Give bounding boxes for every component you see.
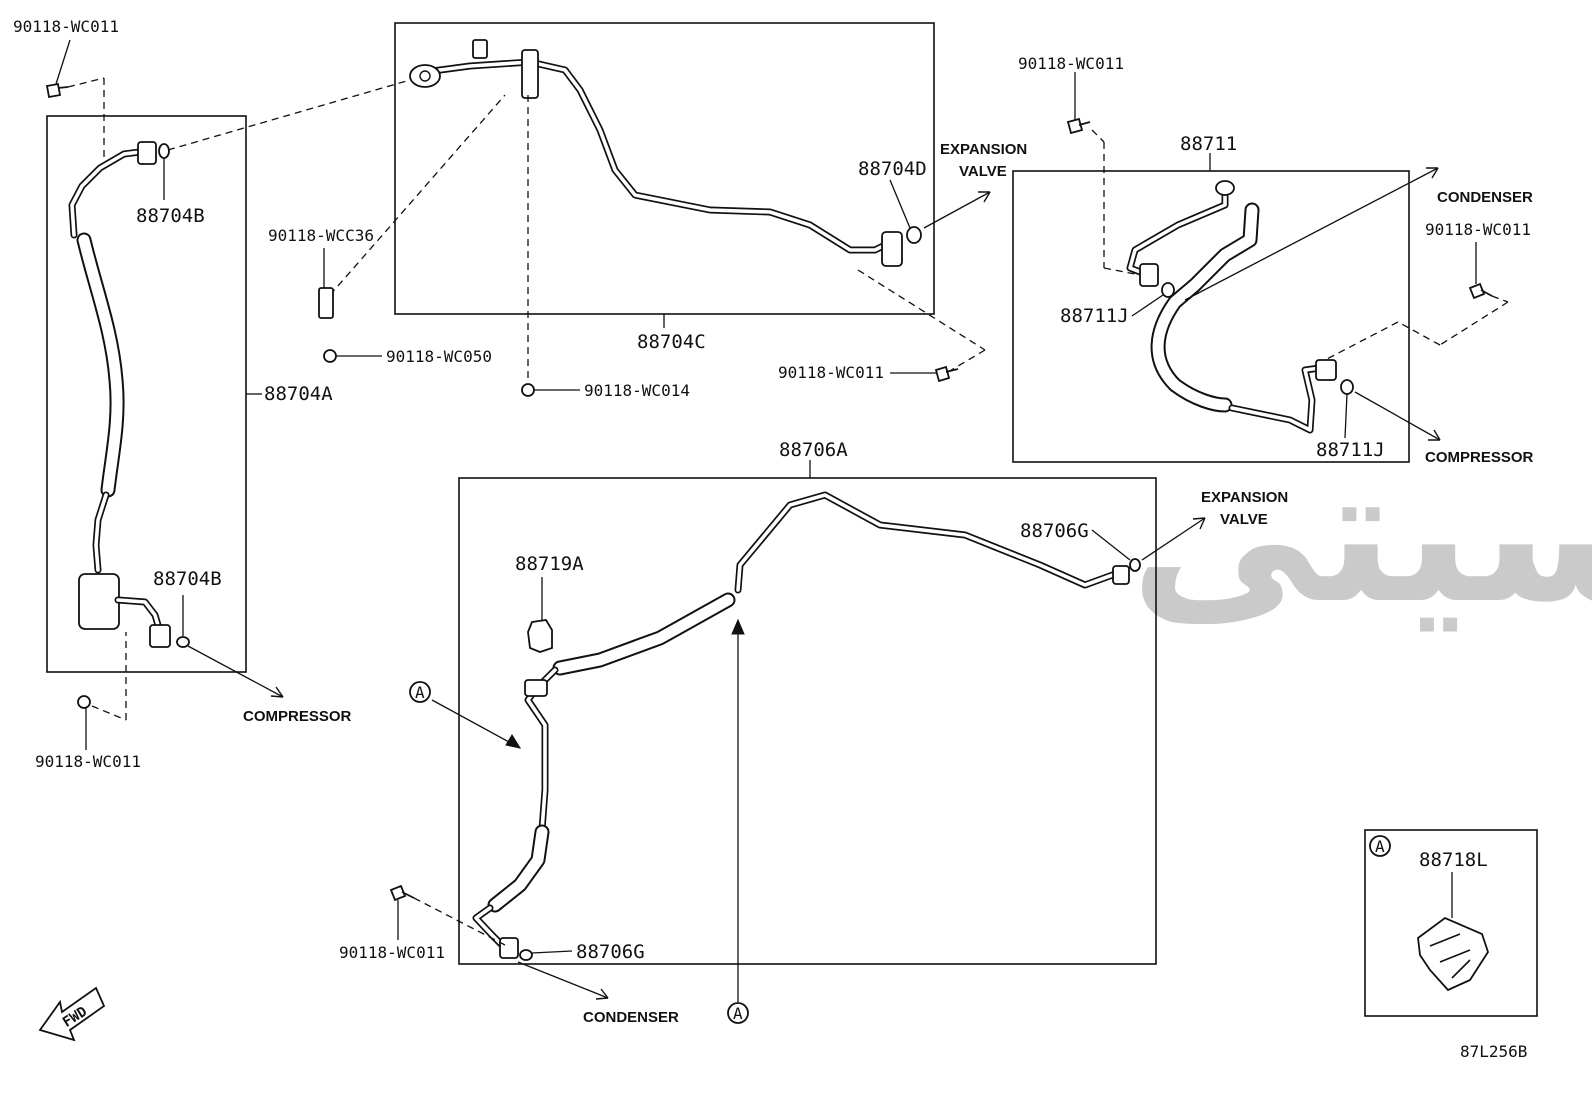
label-expansion-top-2: VALVE: [959, 163, 1007, 180]
label-bolt-bottom-center: 90118-WC011: [339, 943, 445, 962]
callout-a-upper-label: A: [415, 683, 425, 702]
callout-a-detail-label: A: [1375, 837, 1385, 856]
label-88706g-right: 88706G: [1020, 520, 1089, 542]
label-expansion-top-1: EXPANSION: [940, 141, 1027, 158]
o-ring-88704d: [906, 226, 922, 244]
o-ring-88711j-left: [1161, 282, 1175, 298]
label-88706g-bottom: 88706G: [576, 941, 645, 963]
flange-88704c-right: [881, 231, 903, 267]
label-88704d: 88704D: [858, 158, 927, 180]
arrow-callout-a-upper: [505, 734, 522, 749]
flange-88711-right: [1315, 359, 1337, 381]
arrow-to-condenser-bottom: [595, 988, 609, 1000]
bracket-88706a: [524, 679, 548, 697]
figure-code: 87L256B: [1460, 1042, 1527, 1061]
label-88718l: 88718L: [1419, 849, 1488, 871]
label-88704c: 88704C: [637, 331, 706, 353]
detail-a: A 88718L: [1364, 829, 1538, 1017]
arrow-to-compressor-right: [1428, 429, 1441, 441]
label-bolt-top-right-a: 90118-WC011: [1018, 54, 1124, 73]
o-ring-88706g-right: [1129, 558, 1141, 572]
flange-88704a-upper: [137, 141, 157, 165]
label-88711j-right: 88711J: [1316, 439, 1385, 461]
arrow-to-expansion-valve-bottom: [1192, 517, 1206, 530]
callout-a-upper: [409, 681, 431, 703]
label-bolt-bottom-left: 90118-WC011: [35, 752, 141, 771]
clamp-88704c: [521, 49, 539, 99]
label-88719a: 88719A: [515, 553, 584, 575]
arrow-to-compressor-left: [270, 686, 284, 698]
nut-90118-wc050: [323, 349, 337, 363]
label-88711: 88711: [1180, 133, 1237, 155]
bolt-90118-wc011-top-left: [45, 82, 69, 99]
callout-a-detail: [1369, 835, 1391, 857]
o-ring-88711j-right: [1340, 379, 1354, 395]
label-90118-wc014: 90118-WC014: [584, 381, 690, 400]
clamp-bolt-90118-wcc36: [318, 287, 334, 319]
box-detail-a: [1364, 829, 1538, 1017]
service-port-88704c: [472, 39, 488, 59]
flange-88711-left: [1139, 263, 1159, 287]
label-to-condenser-bottom: CONDENSER: [583, 1009, 679, 1026]
arrow-to-expansion-valve-top: [978, 191, 991, 203]
bolt-90118-wc011-top-right-a: [1066, 117, 1091, 135]
nut-90118-wc014: [521, 383, 535, 397]
label-88704b-upper: 88704B: [136, 205, 205, 227]
o-ring-88706g-bottom: [519, 949, 533, 961]
cap-88711: [1215, 180, 1235, 196]
bolt-90118-wc011-top-right-b: [1468, 282, 1493, 300]
label-88706a: 88706A: [779, 439, 848, 461]
label-bolt-top-right-b: 90118-WC011: [1425, 220, 1531, 239]
watermark-text: ﺳﻴﺘﻰ: [1130, 424, 1592, 645]
bolt-90118-wc011-bottom-left: [77, 695, 91, 709]
callout-a-lower-label: A: [733, 1004, 743, 1023]
label-to-compressor-right: COMPRESSOR: [1425, 449, 1534, 466]
box-88711: [1012, 170, 1410, 463]
label-bolt-center-right: 90118-WC011: [778, 363, 884, 382]
flange-88706a-right: [1112, 565, 1130, 585]
receiver-drier: [78, 573, 120, 630]
label-expansion-bottom-1: EXPANSION: [1201, 489, 1288, 506]
group-88706a: 88719A 88706G 88706G 88706A EXPANSION VA…: [339, 439, 1288, 1026]
label-bolt-top-left: 90118-WC011: [13, 17, 119, 36]
label-90118-wcc36: 90118-WCC36: [268, 226, 374, 245]
clip-88718l: [1417, 916, 1489, 992]
label-expansion-bottom-2: VALVE: [1220, 511, 1268, 528]
fwd-arrow: FWD: [38, 986, 106, 1042]
o-ring-88704b-upper: [158, 143, 170, 159]
label-to-compressor-left: COMPRESSOR: [243, 708, 352, 725]
bolt-90118-wc011-bottom-center: [389, 884, 415, 902]
box-88706a: [458, 477, 1157, 965]
label-88711j-left: 88711J: [1060, 305, 1129, 327]
bolt-90118-wc011-center-right: [934, 365, 959, 383]
label-90118-wc050: 90118-WC050: [386, 347, 492, 366]
flange-88704a-lower: [149, 624, 171, 648]
group-88704a: 88704B 88704B COMPRESSOR 88704A 90118-WC…: [13, 17, 352, 771]
group-88704c: 88704D EXPANSION VALVE 88704C 90118-WCC3…: [167, 22, 1027, 400]
label-to-condenser-right: CONDENSER: [1437, 189, 1533, 206]
label-88704a: 88704A: [264, 383, 333, 405]
group-88711: 88711J 88711J 88711 CONDENSER COMPRESSOR…: [1012, 54, 1534, 466]
o-ring-88704b-lower: [176, 636, 190, 648]
clip-88719a: [527, 619, 553, 653]
flange-88706a-bottom: [499, 937, 519, 959]
label-88704b-lower: 88704B: [153, 568, 222, 590]
pipe-88704c: [421, 58, 899, 254]
arrow-to-condenser-right: [1426, 167, 1439, 179]
callout-a-lower: [727, 1002, 749, 1024]
arrow-callout-a-lower: [731, 618, 745, 635]
